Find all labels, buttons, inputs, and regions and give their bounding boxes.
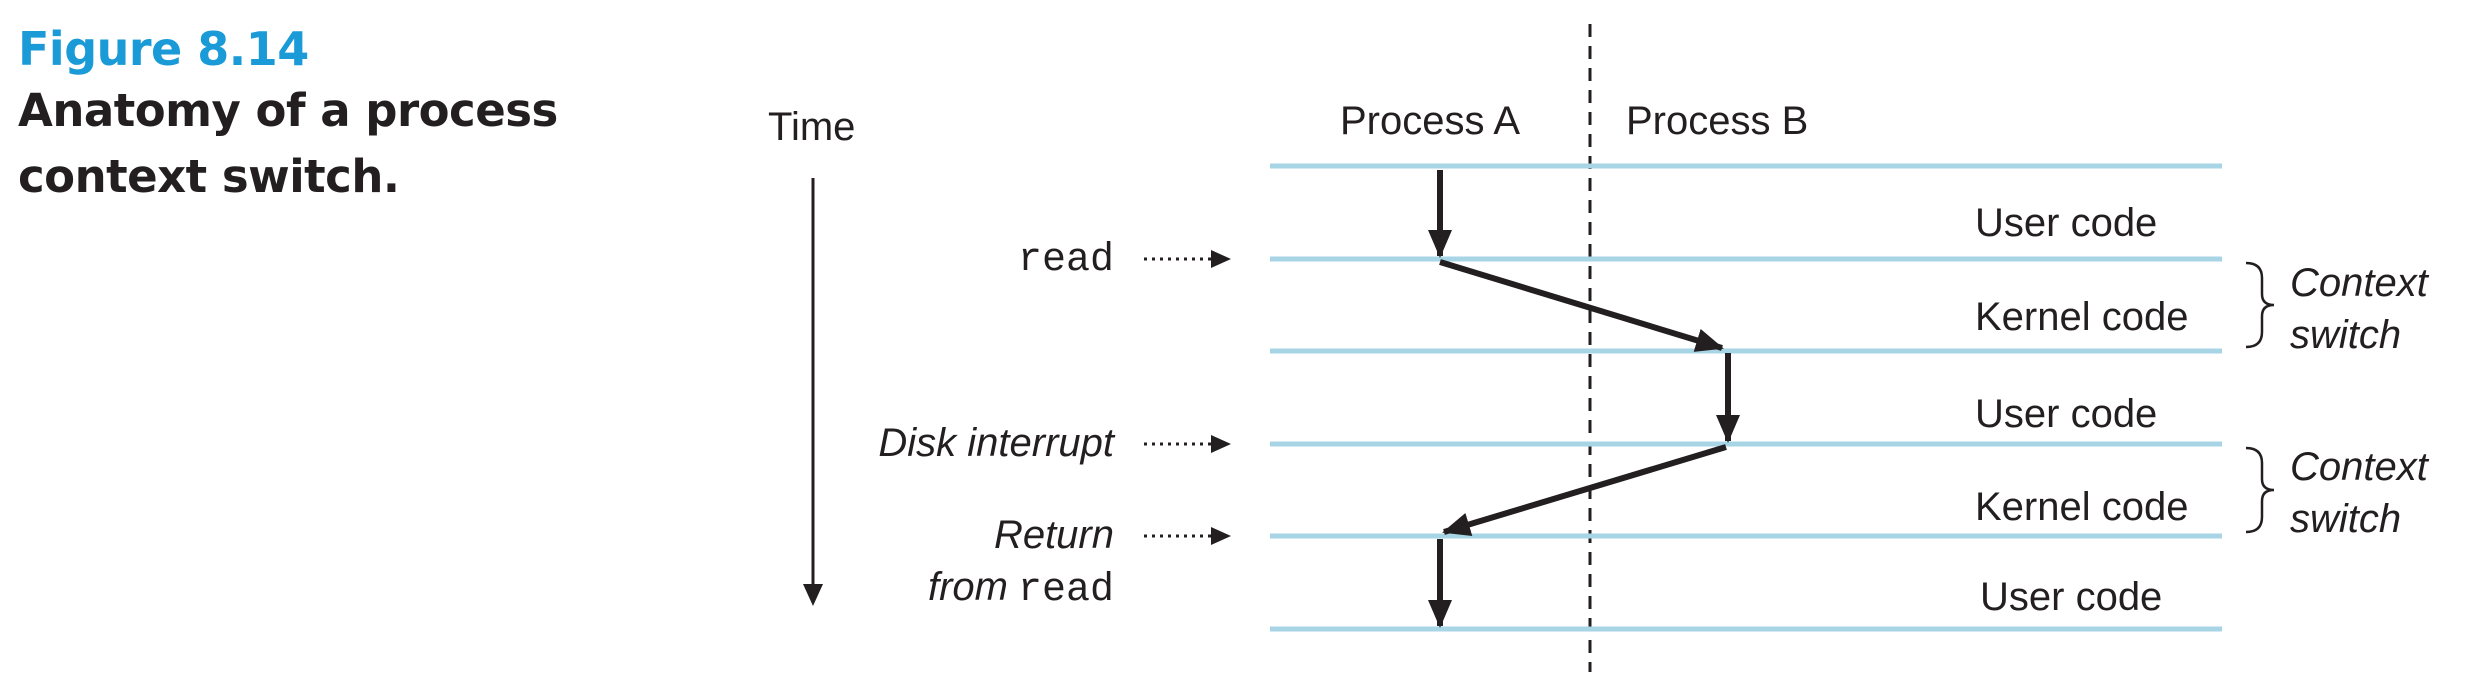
event-from-read-word: read (1018, 568, 1114, 613)
segment-label-kernel-1: Kernel code (1975, 295, 2188, 339)
event-return-label: Return (994, 513, 1114, 557)
segment-label-user-1: User code (1975, 201, 2157, 245)
segment-label-user-3: User code (1980, 575, 2162, 619)
time-label: Time (768, 105, 855, 149)
event-read-label: read (1018, 238, 1114, 283)
context-switch-label-2a: Context (2290, 445, 2430, 489)
execution-flow (1428, 170, 1740, 628)
segment-label-kernel-2: Kernel code (1975, 485, 2188, 529)
time-arrow-head (803, 584, 823, 606)
flow-kernel-to-a-arrow (1442, 444, 1727, 536)
context-switch-label-2b: switch (2290, 497, 2401, 541)
event-disk-interrupt-label: Disk interrupt (878, 421, 1116, 465)
event-from-word: from (928, 565, 1008, 609)
context-switch-brace-1 (2245, 261, 2275, 349)
flow-kernel-to-b-arrow (1439, 259, 1724, 352)
timeline-lines (1270, 163, 2222, 632)
figure-title: Anatomy of a process context switch. (18, 78, 698, 210)
context-switch-label-1b: switch (2290, 313, 2401, 357)
figure-title-line-2: context switch. (18, 150, 400, 203)
context-switch-label-1a: Context (2290, 261, 2430, 305)
figure-caption: Figure 8.14 Anatomy of a process context… (18, 20, 698, 210)
process-b-label: Process B (1626, 99, 1808, 143)
figure-number: Figure 8.14 (18, 22, 309, 76)
process-a-label: Process A (1340, 99, 1520, 143)
figure-title-line-1: Anatomy of a process (18, 84, 558, 137)
context-switch-brace-2 (2245, 446, 2275, 534)
segment-label-user-2: User code (1975, 392, 2157, 436)
